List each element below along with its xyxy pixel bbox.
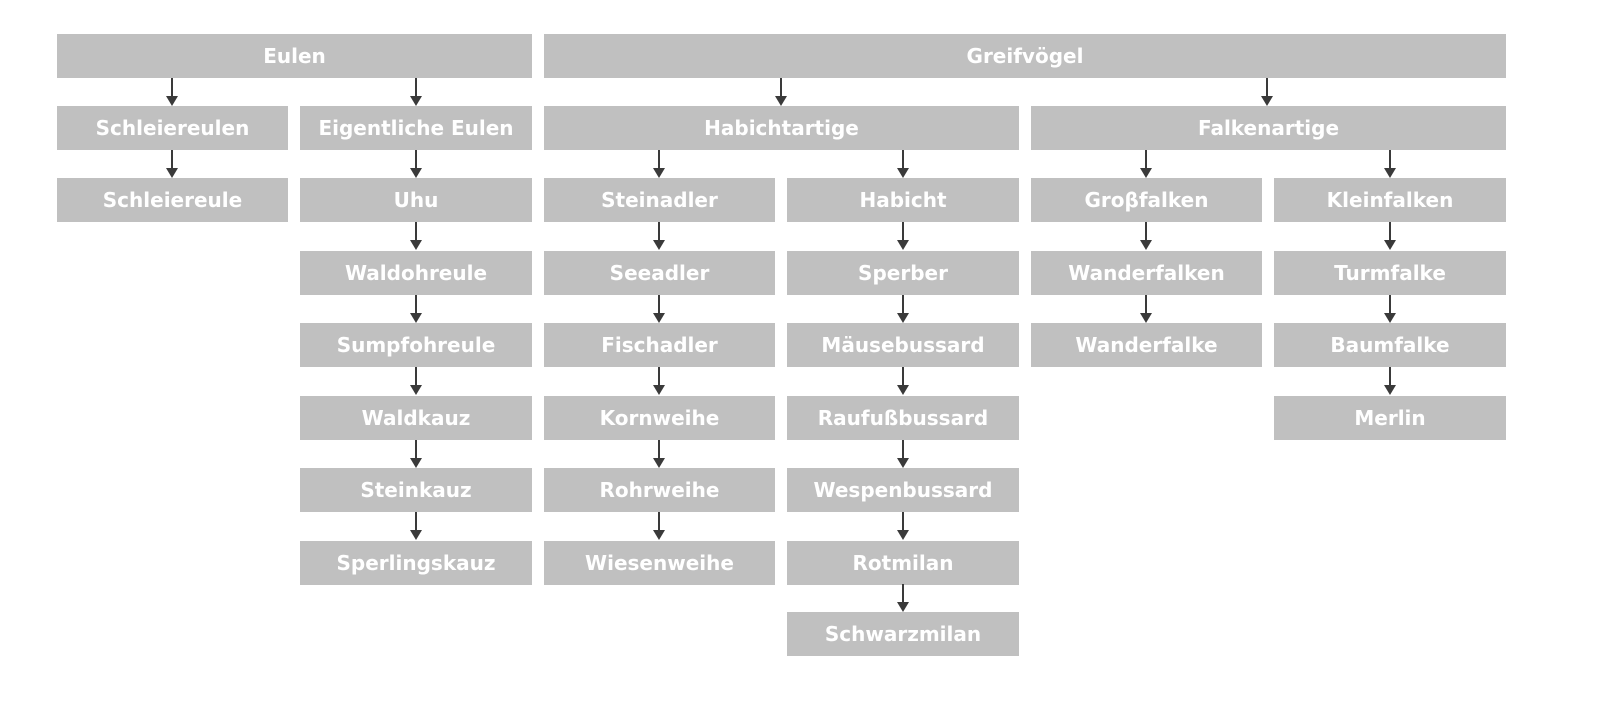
arrow-down-icon	[1140, 295, 1152, 323]
node-schwarzmilan: Schwarzmilan	[787, 612, 1019, 656]
arrow-down-icon	[653, 222, 665, 250]
arrow-down-icon	[897, 367, 909, 395]
arrow-down-icon	[653, 367, 665, 395]
arrow-down-icon	[1384, 222, 1396, 250]
arrow-down-icon	[1384, 150, 1396, 178]
node-maeusebussard: Mäusebussard	[787, 323, 1019, 367]
arrow-down-icon	[410, 295, 422, 323]
node-steinkauz: Steinkauz	[300, 468, 532, 512]
arrow-down-icon	[410, 440, 422, 468]
node-greifvoegel: Greifvögel	[544, 34, 1506, 78]
arrow-down-icon	[653, 295, 665, 323]
arrow-down-icon	[653, 512, 665, 540]
arrow-down-icon	[1261, 78, 1273, 106]
node-sumpfohreule: Sumpfohreule	[300, 323, 532, 367]
node-fischadler: Fischadler	[544, 323, 775, 367]
node-schleiereulen: Schleiereulen	[57, 106, 288, 150]
node-steinadler: Steinadler	[544, 178, 775, 222]
node-wanderfalken: Wanderfalken	[1031, 251, 1262, 295]
arrow-down-icon	[410, 150, 422, 178]
arrow-down-icon	[1140, 150, 1152, 178]
node-turmfalke: Turmfalke	[1274, 251, 1506, 295]
node-eulen: Eulen	[57, 34, 532, 78]
node-habichtartige: Habichtartige	[544, 106, 1019, 150]
arrow-down-icon	[653, 150, 665, 178]
arrow-down-icon	[897, 584, 909, 612]
node-rohrweihe: Rohrweihe	[544, 468, 775, 512]
arrow-down-icon	[775, 78, 787, 106]
node-schleiereule: Schleiereule	[57, 178, 288, 222]
arrow-down-icon	[410, 222, 422, 250]
arrow-down-icon	[897, 512, 909, 540]
arrow-down-icon	[166, 78, 178, 106]
node-kleinfalken: Kleinfalken	[1274, 178, 1506, 222]
node-seeadler: Seeadler	[544, 251, 775, 295]
node-raufussbussard: Raufußbussard	[787, 396, 1019, 440]
arrow-down-icon	[653, 440, 665, 468]
arrow-down-icon	[1384, 367, 1396, 395]
arrow-down-icon	[410, 512, 422, 540]
node-uhu: Uhu	[300, 178, 532, 222]
node-wanderfalke: Wanderfalke	[1031, 323, 1262, 367]
arrow-down-icon	[410, 367, 422, 395]
node-grossfalken: Groβfalken	[1031, 178, 1262, 222]
node-rotmilan: Rotmilan	[787, 541, 1019, 585]
node-sperber: Sperber	[787, 251, 1019, 295]
node-wiesenweihe: Wiesenweihe	[544, 541, 775, 585]
arrow-down-icon	[897, 295, 909, 323]
arrow-down-icon	[410, 78, 422, 106]
arrow-down-icon	[1140, 222, 1152, 250]
node-falkenartige: Falkenartige	[1031, 106, 1506, 150]
node-wespenbussard: Wespenbussard	[787, 468, 1019, 512]
node-habicht: Habicht	[787, 178, 1019, 222]
node-eigentliche-eulen: Eigentliche Eulen	[300, 106, 532, 150]
arrow-down-icon	[897, 222, 909, 250]
node-sperlingskauz: Sperlingskauz	[300, 541, 532, 585]
arrow-down-icon	[897, 150, 909, 178]
node-waldkauz: Waldkauz	[300, 396, 532, 440]
arrow-down-icon	[1384, 295, 1396, 323]
arrow-down-icon	[166, 150, 178, 178]
node-merlin: Merlin	[1274, 396, 1506, 440]
node-baumfalke: Baumfalke	[1274, 323, 1506, 367]
node-kornweihe: Kornweihe	[544, 396, 775, 440]
arrow-down-icon	[897, 440, 909, 468]
node-waldohreule: Waldohreule	[300, 251, 532, 295]
